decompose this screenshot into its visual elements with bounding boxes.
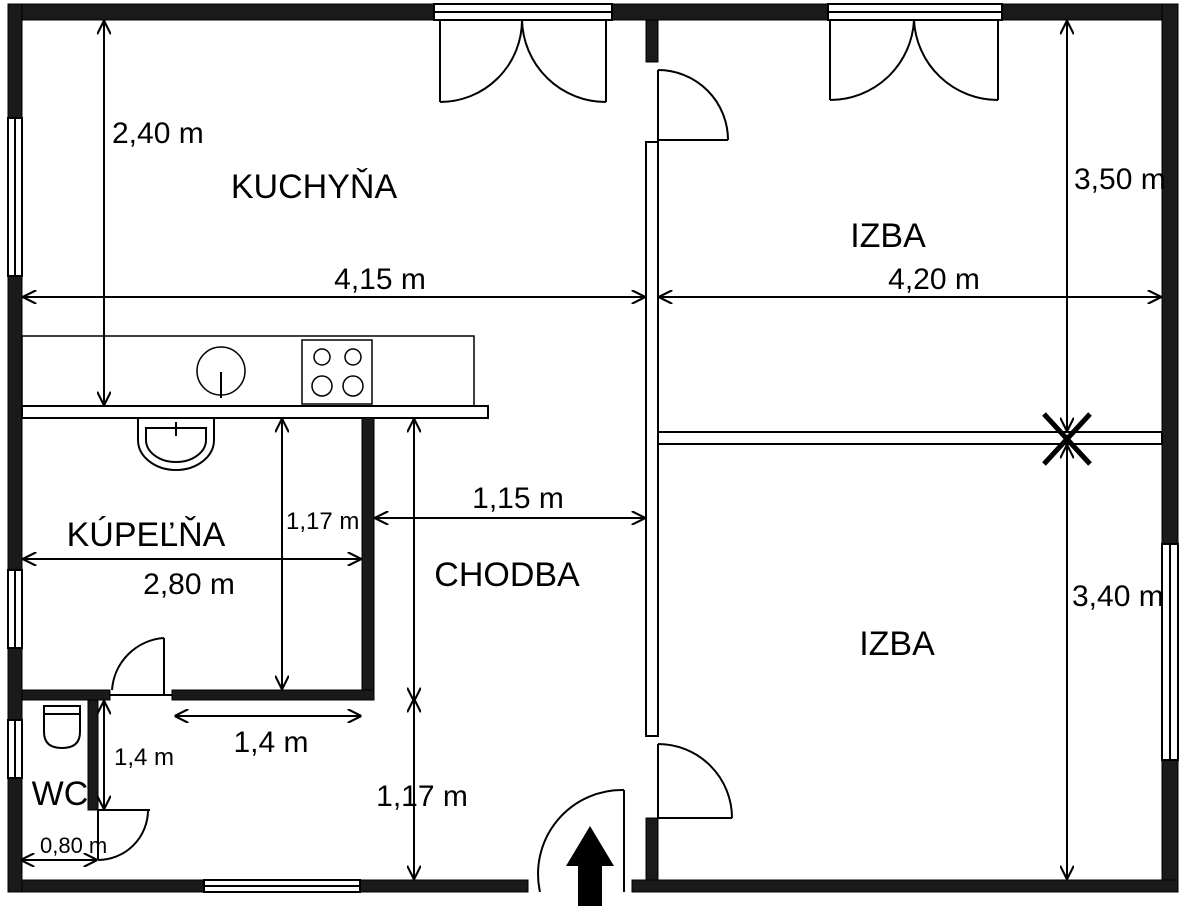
entrance-arrow-icon [566, 826, 614, 906]
room-label-kitchen: KUCHYŇA [231, 168, 398, 206]
dim-room-bottom-height: 3,40 m [1072, 580, 1164, 613]
wc-door [97, 809, 150, 861]
bathroom-door [110, 637, 172, 696]
bathroom-sink-icon [137, 418, 215, 471]
stove-icon [301, 339, 373, 405]
dim-wc-width: 0,80 m [40, 833, 107, 858]
kitchen-balcony-door [439, 19, 607, 103]
room-top-door [657, 69, 729, 142]
dim-hall-lower: 1,17 m [376, 780, 468, 813]
room-label-room-bottom: IZBA [859, 625, 935, 663]
dimension-lines [22, 22, 1160, 878]
kitchen-counter [21, 335, 475, 407]
light-fixture-icon [1042, 412, 1092, 466]
dim-room-top-height: 3,50 m [1074, 163, 1166, 196]
dim-bath-width: 2,80 m [143, 568, 235, 601]
toilet-icon [43, 705, 81, 750]
dim-bath-height: 1,17 m [286, 508, 359, 535]
entrance-door [537, 788, 625, 893]
room-label-wc: WC [32, 775, 89, 813]
dim-kitchen-width: 4,15 m [334, 263, 426, 296]
room-label-bathroom: KÚPEĽŇA [67, 516, 226, 554]
dim-hall-width: 1,15 m [472, 482, 564, 515]
dim-bath-bottom: 1,4 m [233, 726, 308, 759]
dim-wc-height: 1,4 m [114, 744, 174, 771]
dim-room-top-width: 4,20 m [888, 263, 980, 296]
room-label-room-top: IZBA [850, 217, 926, 255]
room-balcony-door [829, 19, 999, 102]
room-label-hallway: CHODBA [434, 556, 580, 594]
dim-kitchen-height: 2,40 m [112, 117, 204, 150]
room-bottom-door [657, 743, 733, 819]
interior-walls [21, 19, 1163, 881]
